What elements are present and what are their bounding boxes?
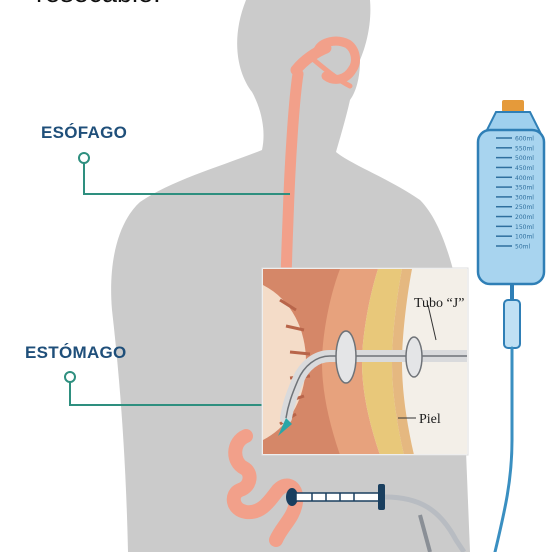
bag-scale-label: 100ml: [515, 234, 534, 241]
esophagus-label: ESÓFAGO: [41, 123, 127, 143]
caption-text: resecable.: [36, 0, 161, 9]
bag-scale-label: 400ml: [515, 175, 534, 182]
bag-cap: [502, 100, 524, 112]
bag-scale-label: 600ml: [515, 136, 534, 143]
stomach-leader-dot: [65, 372, 75, 382]
bag-scale-label: 500ml: [515, 155, 534, 162]
bag-scale-label: 50ml: [515, 244, 530, 251]
feeding-tubing: [495, 300, 520, 552]
bag-scale-label: 200ml: [515, 214, 534, 221]
bag-scale-label: 550ml: [515, 145, 534, 152]
drip-chamber: [504, 300, 520, 348]
tube-label: Tubo “J”: [414, 296, 464, 312]
feeding-bag: 600ml 550ml 500ml 450ml 400ml 350ml 300ml 250ml…: [478, 100, 544, 300]
external-disc: [406, 337, 422, 377]
bag-scale-label: 300ml: [515, 194, 534, 201]
stomach-label: ESTÓMAGO: [25, 343, 127, 363]
bag-scale-label: 350ml: [515, 185, 534, 192]
internal-disc: [336, 331, 356, 383]
bag-outlet: [510, 284, 514, 300]
tube-line: [495, 348, 512, 552]
skin-label: Piel: [419, 412, 441, 428]
external-bolster: [378, 484, 385, 510]
bag-scale-label: 450ml: [515, 165, 534, 172]
bag-scale-label: 150ml: [515, 224, 534, 231]
esophagus-leader-dot: [79, 153, 89, 163]
bag-scale-label: 250ml: [515, 204, 534, 211]
